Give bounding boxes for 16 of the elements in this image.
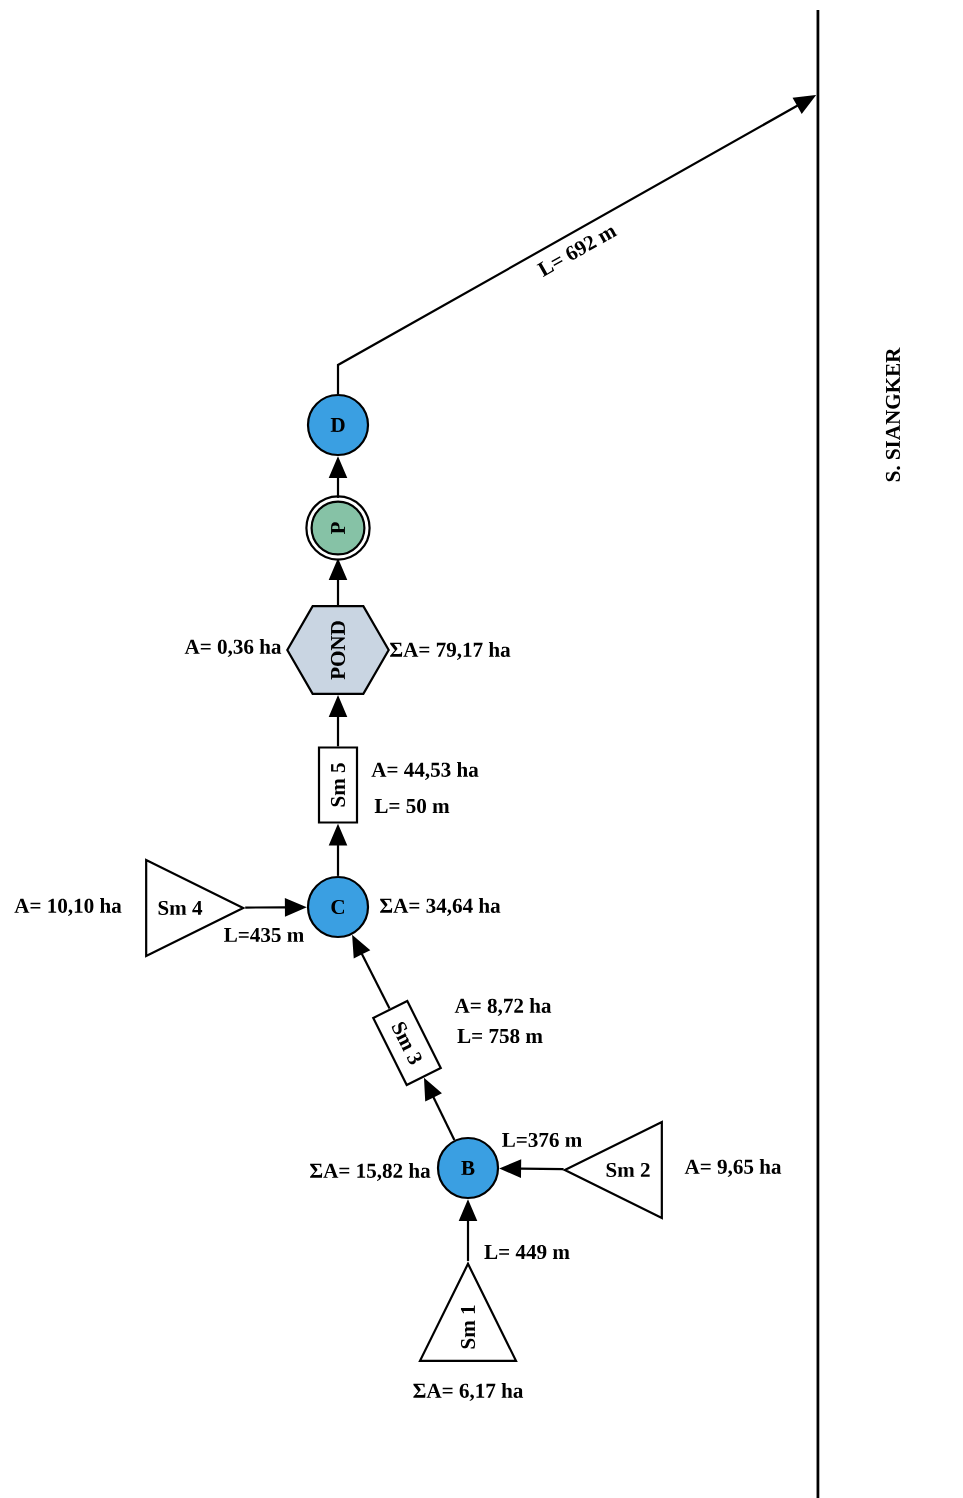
area-label: A= 8,72 ha (454, 998, 552, 1016)
area-label: A= 0,36 ha (184, 639, 282, 657)
area-label: ΣA= 34,64 ha (380, 898, 501, 916)
edge-label: L= 692 m (534, 221, 620, 279)
edge-label: L= 449 m (482, 1243, 572, 1261)
area-label: ΣA= 79,17 ha (390, 642, 511, 660)
area-label: ΣA= 15,82 ha (310, 1163, 431, 1181)
area-label: ΣA= 6,17 ha (413, 1383, 524, 1401)
area-label: A= 10,10 ha (14, 898, 122, 916)
river-name: S. SIANGKER (885, 347, 901, 482)
length-label: L= 758 m (457, 1028, 543, 1044)
area-label: A= 44,53 ha (371, 762, 479, 780)
channel-box: Sm 5 (317, 746, 359, 824)
pond-hexagon: POND (286, 605, 390, 695)
area-label: A= 9,65 ha (684, 1159, 782, 1177)
length-label: L= 50 m (374, 798, 450, 814)
